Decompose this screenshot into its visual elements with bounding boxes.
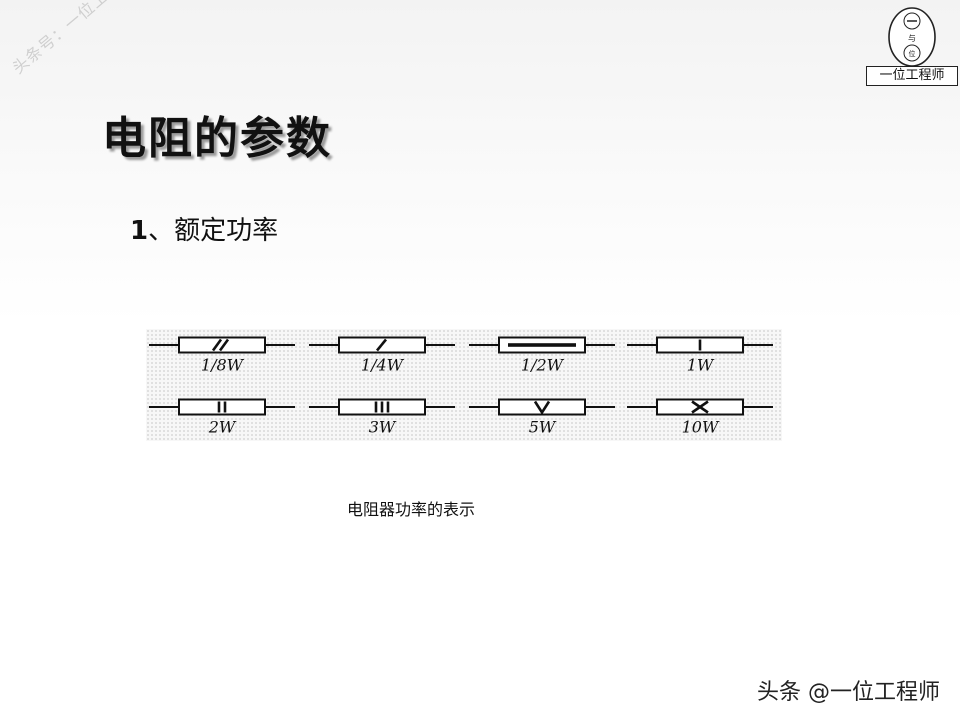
resistor-symbol-4: 1W [627,336,773,375]
mark-x [691,400,709,414]
resistor-power-label: 5W [529,418,557,437]
mark-slash [218,338,230,352]
resistor-power-label: 1/4W [361,356,405,375]
mark-slash [211,338,223,352]
slide-title: 电阻的参数 [102,113,332,164]
resistor-symbol-2: 1/4W [309,336,455,375]
resistor-symbol-3: 1/2W [469,336,615,375]
resistor-power-label: 2W [208,418,237,437]
resistor-symbol-1: 1/8W [149,336,295,375]
brand-watermark: 头条 @一位工程师 [757,680,940,705]
resistor-symbol-5: 2W [149,398,295,437]
resistor-symbol-6: 3W [309,398,455,437]
section-number: 1 [130,216,149,246]
mark-horizontal-bar [508,343,576,347]
mark-v [533,400,551,415]
section-text: 、额定功率 [148,216,279,246]
resistor-power-label: 1W [687,356,715,375]
resistor-power-label: 3W [369,418,397,437]
resistor-symbols-svg: 1/8W 1/4W 1/2W 1W 2W 3W 5W 10W [149,336,773,437]
resistor-symbol-7: 5W [469,398,615,437]
resistor-power-label: 10W [682,418,720,437]
logo-seal: 与 位 [888,7,936,67]
svg-text:位: 位 [909,49,916,58]
resistor-power-label: 1/8W [201,356,245,375]
resistor-power-label: 1/2W [521,356,565,375]
resistor-body [178,336,266,354]
section-heading: 1、额定功率 [130,210,278,247]
resistor-symbol-8: 10W [627,398,773,437]
logo-label: 一位工程师 [866,66,958,86]
resistor-power-diagram: 1/8W 1/4W 1/2W 1W 2W 3W 5W 10W [146,329,782,441]
svg-text:与: 与 [908,34,916,43]
resistor-body [178,398,266,416]
watermark-text: 头条号：一位工程师 [8,0,139,78]
diagram-caption: 电阻器功率的表示 [347,500,476,519]
mark-slash [375,338,388,352]
